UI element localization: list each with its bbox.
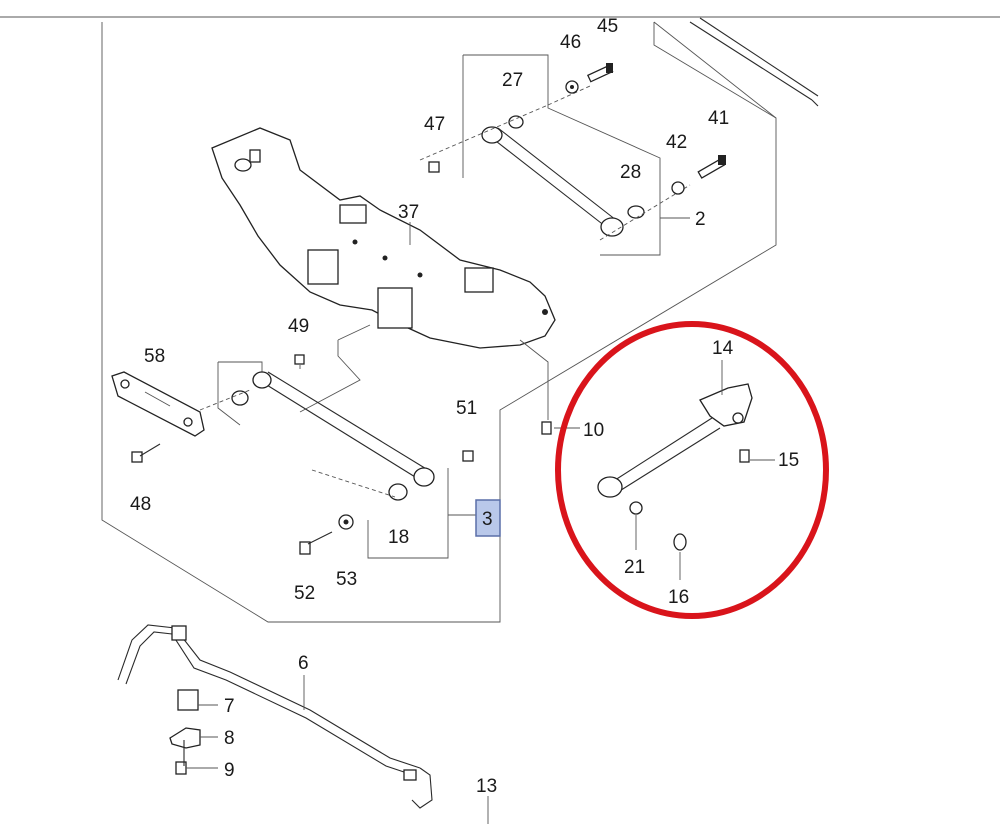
callout-27: 27	[502, 70, 523, 91]
lateral-link-14	[597, 383, 753, 498]
bushing-7	[177, 689, 199, 711]
strut	[689, 17, 819, 107]
callout-3: 3	[482, 509, 493, 530]
washer-21	[629, 501, 643, 515]
bracket-part-3	[367, 468, 449, 559]
callout-9: 9	[224, 760, 235, 781]
bolt-41	[697, 155, 726, 179]
upper-link-arm	[419, 85, 691, 241]
callout-21: 21	[624, 557, 645, 578]
callout-15: 15	[778, 450, 799, 471]
callout-37: 37	[398, 202, 419, 223]
frame-outline	[217, 361, 263, 426]
nut-47	[428, 161, 440, 173]
callout-58: 58	[144, 346, 165, 367]
bracket-8	[169, 727, 201, 749]
callout-52: 52	[294, 583, 315, 604]
frame-outline-2	[299, 324, 371, 413]
callout-53: 53	[336, 569, 357, 590]
washer-42	[671, 181, 685, 195]
bracket-part-2	[463, 54, 661, 256]
callout-42: 42	[666, 132, 687, 153]
nut-49	[294, 354, 305, 365]
callout-3-box[interactable]: 3	[475, 499, 501, 537]
bushing-16	[673, 533, 687, 551]
assembly-boundary-top-right	[653, 22, 777, 119]
callout-8: 8	[224, 728, 235, 749]
callout-46: 46	[560, 32, 581, 53]
stabilizer-bar-6	[117, 624, 433, 809]
callout-18: 18	[388, 527, 409, 548]
bolt-48	[131, 443, 161, 463]
callout-45: 45	[597, 16, 618, 37]
callout-7: 7	[224, 696, 235, 717]
callout-51: 51	[456, 398, 477, 419]
bolt-52	[299, 531, 333, 555]
callout-28: 28	[620, 162, 641, 183]
lower-link-arm	[199, 365, 435, 501]
bolt-45	[586, 63, 614, 83]
callout-6: 6	[298, 653, 309, 674]
crossmember-37	[211, 127, 556, 349]
callout-16: 16	[668, 587, 689, 608]
callout-41: 41	[708, 108, 729, 129]
callout-10: 10	[583, 420, 604, 441]
nut-51	[462, 450, 474, 462]
callout-47: 47	[424, 114, 445, 135]
callout-13: 13	[476, 776, 497, 797]
frame-outline-3	[519, 339, 549, 380]
callout-49: 49	[288, 316, 309, 337]
callout-48: 48	[130, 494, 151, 515]
bolt-15	[739, 449, 750, 463]
callout-2: 2	[695, 209, 706, 230]
callout-14: 14	[712, 338, 734, 359]
highlight-circle	[555, 321, 829, 619]
bolt-10	[541, 421, 552, 435]
bracket-plate-58	[111, 371, 205, 437]
